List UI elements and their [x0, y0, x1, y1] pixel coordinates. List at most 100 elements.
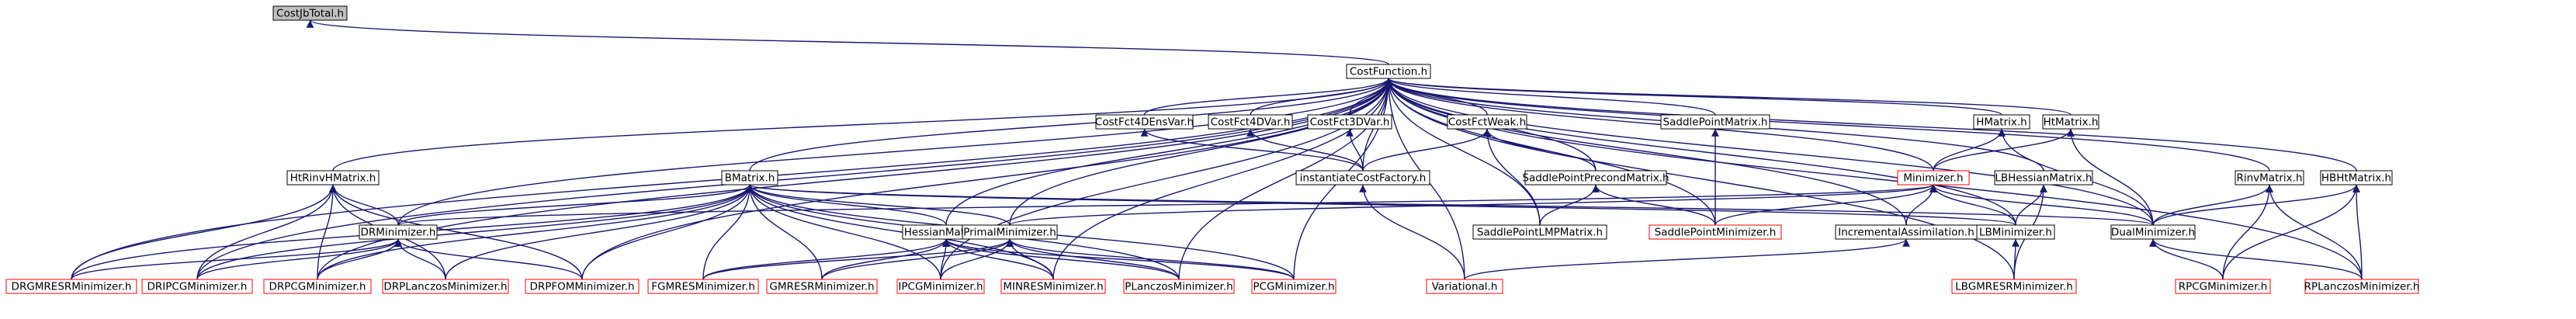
node-variational[interactable]: Variational.h: [1426, 279, 1503, 294]
node-cost-function[interactable]: CostFunction.h: [1346, 64, 1431, 79]
node-drgmresr-minimizer[interactable]: DRGMRESRMinimizer.h: [5, 279, 137, 294]
node-cost-fct-weak[interactable]: CostFctWeak.h: [1447, 114, 1527, 130]
node-p-lanczos-minimizer[interactable]: PLanczosMinimizer.h: [1123, 279, 1235, 294]
node-box[interactable]: [141, 279, 253, 294]
node-minres-minimizer[interactable]: MINRESMinimizer.h: [1000, 279, 1106, 294]
node-dr-minimizer[interactable]: DRMinimizer.h: [359, 224, 438, 240]
edge-incremental-assimilation-to-minimizer: [1905, 184, 1937, 226]
node-fgmres-minimizer[interactable]: FGMRESMinimizer.h: [647, 279, 759, 294]
edge-drpfom-minimizer-to-dr-minimizer: [394, 238, 583, 280]
node-box[interactable]: [1973, 114, 2030, 130]
node-b-matrix[interactable]: BMatrix.h: [721, 170, 778, 186]
edge-instantiate-cost-factory-to-cost-fct3-d-var: [1346, 128, 1364, 172]
node-label: RinvMatrix.h: [2236, 172, 2302, 185]
node-label: DRPCGMinimizer.h: [269, 281, 366, 293]
node-box[interactable]: [2042, 114, 2099, 130]
node-box[interactable]: [263, 279, 372, 294]
node-box[interactable]: [1251, 279, 1337, 294]
node-dual-minimizer[interactable]: DualMinimizer.h: [2110, 224, 2196, 240]
node-rpcg-minimizer[interactable]: RPCGMinimizer.h: [2175, 279, 2271, 294]
node-h-matrix[interactable]: HMatrix.h: [1973, 114, 2030, 130]
node-box[interactable]: [721, 170, 778, 186]
node-rinv-matrix[interactable]: RinvMatrix.h: [2234, 170, 2304, 186]
node-box[interactable]: [1994, 170, 2093, 186]
edge-drpcg-minimizer-to-ht-rinv-h-matrix: [317, 184, 337, 280]
edge-rinv-matrix-to-cost-function: [1385, 78, 2270, 172]
node-box[interactable]: [5, 279, 137, 294]
node-drp-lanczos-minimizer[interactable]: DRPLanczosMinimizer.h: [382, 279, 509, 294]
node-cost-jb-total[interactable]: CostJbTotal.h: [272, 5, 348, 21]
node-box[interactable]: [1649, 224, 1782, 240]
node-box[interactable]: [1472, 224, 1607, 240]
node-incremental-assimilation[interactable]: IncrementalAssimilation.h: [1835, 224, 1978, 240]
node-box[interactable]: [2110, 224, 2196, 240]
node-ht-matrix[interactable]: HtMatrix.h: [2042, 114, 2099, 130]
node-box[interactable]: [359, 224, 438, 240]
node-box[interactable]: [1426, 279, 1503, 294]
node-dripcg-minimizer[interactable]: DRIPCGMinimizer.h: [141, 279, 253, 294]
edge-incremental-assimilation-to-cost-function: [1385, 78, 1907, 226]
node-box[interactable]: [2175, 279, 2271, 294]
edge-dr-minimizer-to-cost-function: [397, 78, 1392, 226]
node-box[interactable]: [1095, 114, 1194, 130]
node-cost-fct4-d-ens-var[interactable]: CostFct4DEnsVar.h: [1095, 114, 1194, 130]
node-box[interactable]: [896, 279, 985, 294]
edge-instantiate-cost-factory-to-cost-fct4-d-var: [1246, 128, 1364, 172]
node-ipcg-minimizer[interactable]: IPCGMinimizer.h: [896, 279, 985, 294]
node-pcg-minimizer[interactable]: PCGMinimizer.h: [1251, 279, 1337, 294]
node-box[interactable]: [1123, 279, 1235, 294]
node-label: MINRESMinimizer.h: [1003, 281, 1103, 293]
node-label: IPCGMinimizer.h: [898, 281, 983, 293]
node-saddle-point-lmp-matrix[interactable]: SaddlePointLMPMatrix.h: [1472, 224, 1607, 240]
node-label: DualMinimizer.h: [2111, 227, 2195, 239]
node-cost-fct3-d-var[interactable]: CostFct3DVar.h: [1307, 114, 1392, 130]
node-minimizer[interactable]: Minimizer.h: [1897, 170, 1970, 186]
node-drpcg-minimizer[interactable]: DRPCGMinimizer.h: [263, 279, 372, 294]
node-box[interactable]: [1951, 279, 2077, 294]
node-cost-fct4-d-var[interactable]: CostFct4DVar.h: [1208, 114, 1293, 130]
node-gmresr-minimizer[interactable]: GMRESRMinimizer.h: [766, 279, 878, 294]
node-box[interactable]: [1524, 170, 1667, 186]
node-box[interactable]: [1897, 170, 1970, 186]
node-label: LBMinimizer.h: [1979, 227, 2052, 239]
node-lb-minimizer[interactable]: LBMinimizer.h: [1976, 224, 2055, 240]
node-ht-rinv-h-matrix[interactable]: HtRinvHMatrix.h: [286, 170, 380, 186]
node-box[interactable]: [1208, 114, 1293, 130]
node-hb-ht-matrix[interactable]: HBHtMatrix.h: [2320, 170, 2393, 186]
node-saddle-point-matrix[interactable]: SaddlePointMatrix.h: [1660, 114, 1770, 130]
node-box[interactable]: [2320, 170, 2393, 186]
node-label: CostJbTotal.h: [276, 8, 344, 20]
node-label: RPCGMinimizer.h: [2179, 281, 2268, 293]
node-saddle-point-precond-matrix[interactable]: SaddlePointPrecondMatrix.h: [1522, 170, 1669, 186]
node-box[interactable]: [272, 5, 348, 21]
node-rp-lanczos-minimizer[interactable]: RPLanczosMinimizer.h: [2304, 279, 2420, 294]
node-box[interactable]: [1976, 224, 2055, 240]
node-box[interactable]: [1447, 114, 1527, 130]
node-label: DRPFOMMinimizer.h: [529, 281, 634, 293]
node-box[interactable]: [1660, 114, 1770, 130]
node-saddle-point-minimizer[interactable]: SaddlePointMinimizer.h: [1649, 224, 1782, 240]
node-box[interactable]: [1346, 64, 1431, 79]
node-instantiate-cost-factory[interactable]: instantiateCostFactory.h: [1295, 170, 1430, 186]
edge-dripcg-minimizer-to-ht-rinv-h-matrix: [196, 184, 337, 280]
node-lb-hessian-matrix[interactable]: LBHessianMatrix.h: [1994, 170, 2093, 186]
node-box[interactable]: [766, 279, 878, 294]
node-box[interactable]: [1307, 114, 1392, 130]
node-box[interactable]: [2304, 279, 2419, 294]
node-box[interactable]: [1000, 279, 1106, 294]
node-box[interactable]: [525, 279, 640, 294]
edge-variational-to-incremental-assimilation: [1464, 238, 1910, 280]
node-label: HtMatrix.h: [2044, 116, 2099, 129]
node-drpfom-minimizer[interactable]: DRPFOMMinimizer.h: [525, 279, 640, 294]
node-lbgmresr-minimizer[interactable]: LBGMRESRMinimizer.h: [1951, 279, 2077, 294]
node-primal-minimizer[interactable]: PrimalMinimizer.h: [962, 224, 1058, 240]
node-box[interactable]: [382, 279, 509, 294]
node-label: CostFct4DEnsVar.h: [1095, 116, 1194, 129]
node-box[interactable]: [647, 279, 759, 294]
node-box[interactable]: [1295, 170, 1430, 186]
node-box[interactable]: [962, 224, 1058, 240]
node-box[interactable]: [2234, 170, 2304, 186]
edge-minimizer-to-ht-matrix: [1933, 128, 2075, 172]
node-box[interactable]: [286, 170, 380, 186]
node-label: PLanczosMinimizer.h: [1125, 281, 1233, 293]
